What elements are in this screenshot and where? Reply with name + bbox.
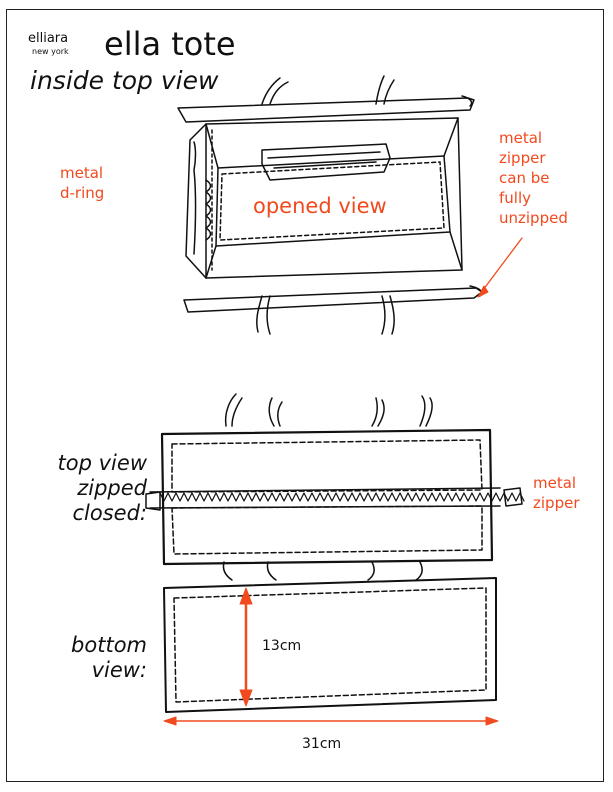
opened-bag-drawing (177, 75, 483, 335)
opened-view-label: opened view (253, 194, 387, 218)
d-ring-label: metal d-ring (60, 163, 104, 203)
width-dimension: 31cm (302, 736, 342, 752)
bottom-view-drawing (163, 577, 497, 713)
height-dimension: 13cm (262, 638, 302, 654)
page-subtitle: inside top view (30, 66, 219, 95)
d-ring-label-line2: d-ring (60, 184, 105, 202)
zipper-unzip-label: metal zipper can be fully unzipped (499, 128, 568, 228)
metal-zipper-line2: zipper (533, 494, 580, 512)
brand-location: new york (32, 47, 69, 56)
page-title: ella tote (104, 25, 236, 63)
brand-name: elliara (28, 31, 69, 46)
top-view-line3: closed: (72, 501, 148, 525)
bottom-view-label: bottom view: (71, 633, 147, 683)
top-view-line2: zipped (77, 476, 147, 500)
metal-zipper-label: metal zipper (533, 473, 579, 513)
metal-zipper-line1: metal (533, 474, 577, 492)
zipper-unzip-line3: can be (499, 169, 550, 187)
page-frame (6, 9, 604, 782)
dimension-arrows (163, 237, 523, 726)
d-ring-label-line1: metal (60, 164, 104, 182)
bottom-view-line1: bottom (71, 633, 147, 657)
zipper-unzip-line1: metal (499, 129, 543, 147)
zipper-unzip-line4: fully (499, 189, 531, 207)
zipper-unzip-line5: unzipped (499, 209, 568, 227)
top-view-zipped-label: top view zipped closed: (58, 451, 147, 526)
bottom-view-line2: view: (91, 658, 147, 682)
top-view-line1: top view (57, 451, 147, 475)
zipper-unzip-line2: zipper (499, 149, 546, 167)
zipped-bag-drawing (145, 393, 523, 581)
zipper-teeth (159, 492, 525, 502)
